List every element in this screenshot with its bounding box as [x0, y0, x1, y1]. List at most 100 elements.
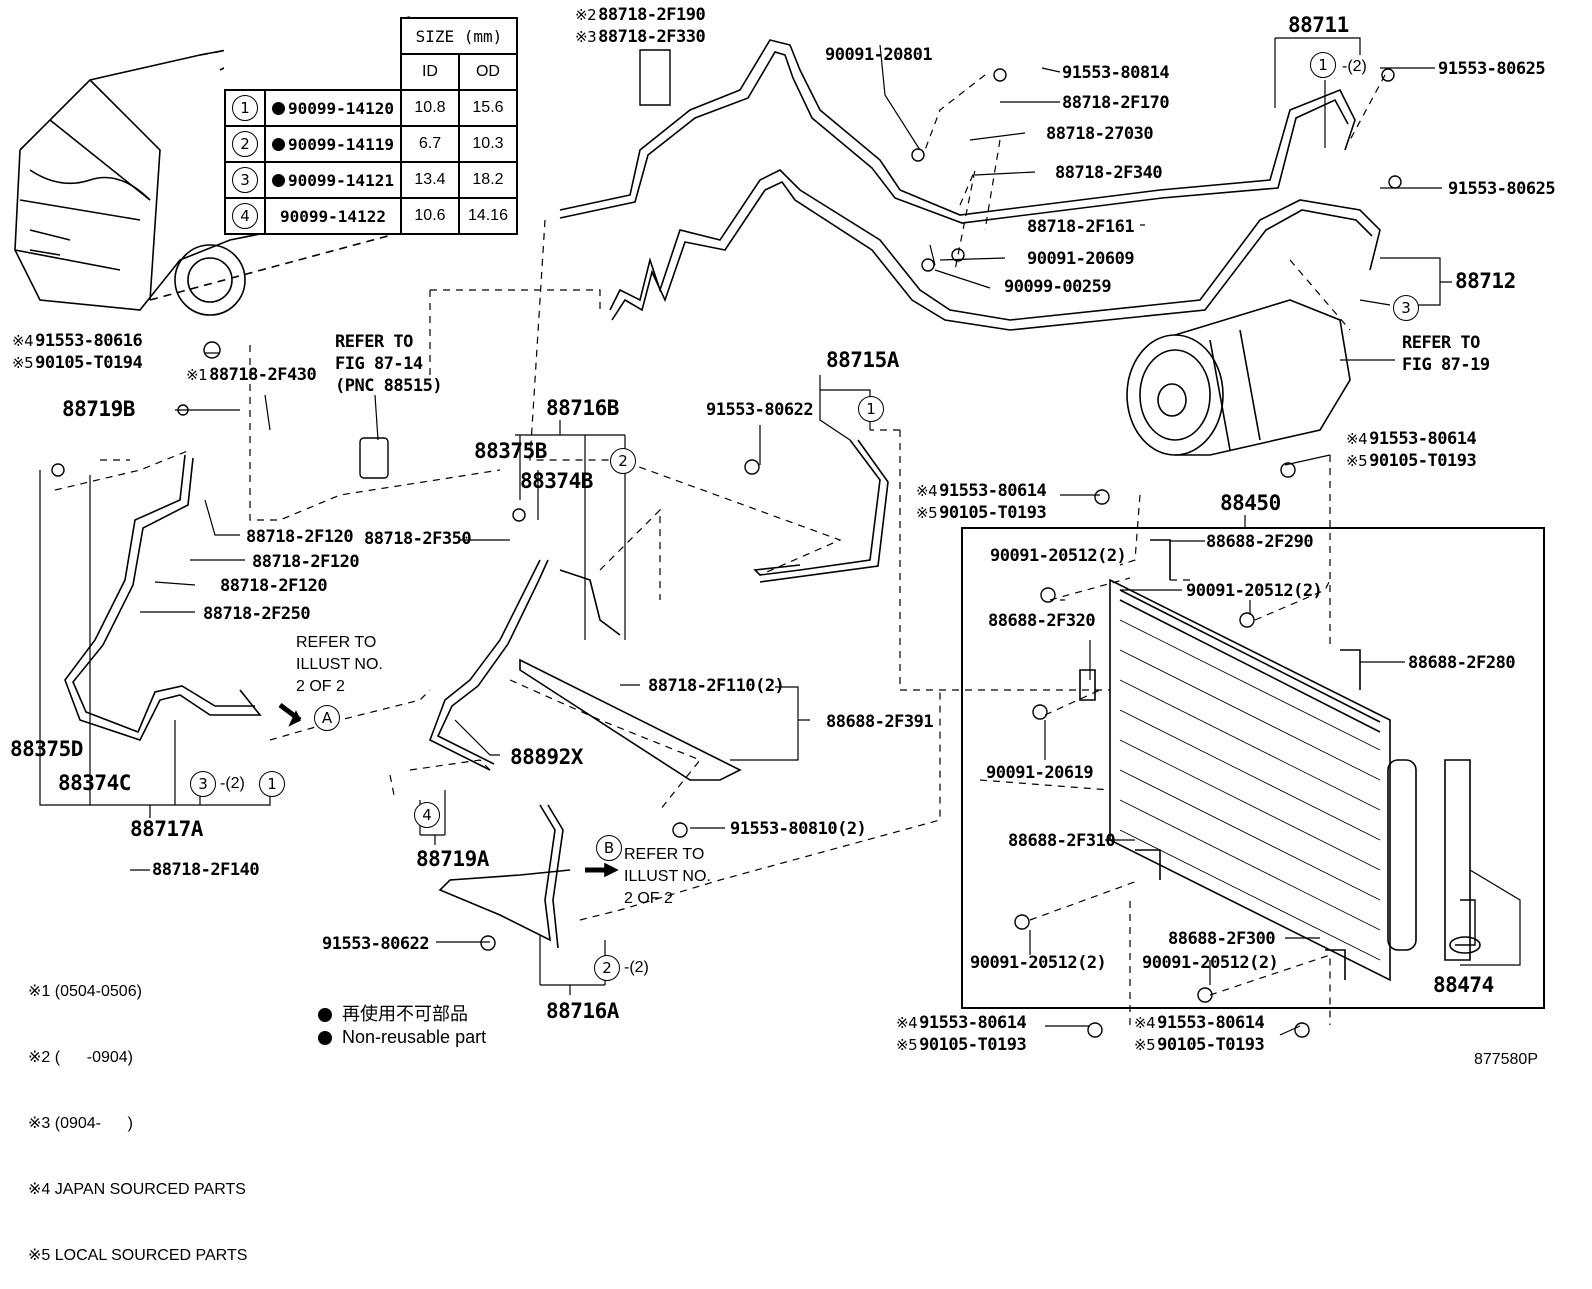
- part-number[interactable]: 90105-T0193: [1369, 451, 1477, 471]
- part-label-88688-2f300[interactable]: 88688-2F300: [1168, 929, 1276, 949]
- inner-diameter: 10.8: [399, 89, 460, 127]
- part-number[interactable]: 90099-14119: [288, 134, 394, 154]
- part-label-88375d[interactable]: 88375D: [10, 737, 83, 761]
- part-label-88711[interactable]: 88711: [1288, 13, 1349, 37]
- part-label-88718-2f161[interactable]: 88718-2F161: [1027, 217, 1135, 237]
- part-label-88718-2f250[interactable]: 88718-2F250: [203, 604, 311, 624]
- inner-diameter: 10.6: [399, 197, 460, 235]
- refer-to-fig-87-14[interactable]: REFER TO FIG 87-14 (PNC 88515): [335, 332, 443, 396]
- part-label-88716b[interactable]: 88716B: [546, 396, 619, 420]
- part-number[interactable]: 91553-80616: [35, 331, 143, 351]
- part-label-88688-2f280[interactable]: 88688-2F280: [1408, 653, 1516, 673]
- refer-to-fig-87-19[interactable]: REFER TO FIG 87-19: [1402, 333, 1490, 375]
- part-label-91553-80625[interactable]: 91553-80625: [1438, 59, 1546, 79]
- part-label-90091-20801[interactable]: 90091-20801: [825, 45, 933, 65]
- part-label-88718-2f340[interactable]: 88718-2F340: [1055, 163, 1163, 183]
- part-label-91553-80622[interactable]: 91553-80622: [322, 934, 430, 954]
- part-label-88719a[interactable]: 88719A: [416, 847, 489, 871]
- part-label-88718-2f120[interactable]: 88718-2F120: [220, 576, 328, 596]
- part-label-90091-20512[interactable]: 90091-20512(2): [990, 546, 1127, 566]
- ref-circle-b[interactable]: B: [596, 835, 622, 861]
- ref-circle-2: 2: [594, 955, 620, 981]
- part-label-88718-2f140[interactable]: 88718-2F140: [152, 860, 260, 880]
- part-label-88718-2f350[interactable]: 88718-2F350: [364, 529, 472, 549]
- hose-88715a: [753, 439, 889, 583]
- part-label-88718-2f120[interactable]: 88718-2F120: [252, 552, 360, 572]
- size-table-row: 3 90099-14121 13.4 18.2: [224, 161, 518, 199]
- part-label-91553-80622[interactable]: 91553-80622: [706, 400, 814, 420]
- part-number[interactable]: 90099-14121: [288, 170, 394, 190]
- part-label-88688-2f290[interactable]: 88688-2F290: [1206, 532, 1314, 552]
- part-label-88718-27030[interactable]: 88718-27030: [1046, 124, 1154, 144]
- part-label-88719b[interactable]: 88719B: [62, 397, 135, 421]
- part-label-88474[interactable]: 88474: [1433, 973, 1494, 997]
- legend-label-en: Non-reusable part: [342, 1027, 487, 1047]
- part-label-88688-2f391[interactable]: 88688-2F391: [826, 712, 934, 732]
- part-number[interactable]: 90099-14122: [280, 206, 386, 226]
- part-label-88718-2f170[interactable]: 88718-2F170: [1062, 93, 1170, 113]
- hose-88712: [609, 169, 1381, 331]
- ref-circle-3: 3: [1393, 295, 1419, 321]
- part-label-91553-80625[interactable]: 91553-80625: [1448, 179, 1556, 199]
- part-label-88712[interactable]: 88712: [1455, 269, 1516, 293]
- part-label-90091-20512[interactable]: 90091-20512(2): [1186, 581, 1323, 601]
- ref-circle-a[interactable]: A: [314, 705, 340, 731]
- part-label-88374b[interactable]: 88374B: [520, 469, 593, 493]
- part-number[interactable]: 90105-T0193: [919, 1035, 1027, 1055]
- part-number[interactable]: 91553-80614: [919, 1013, 1027, 1033]
- part-label-88718-2f120[interactable]: 88718-2F120: [246, 527, 354, 547]
- part-label-90091-20512[interactable]: 90091-20512(2): [1142, 953, 1279, 973]
- part-label-90091-20619[interactable]: 90091-20619: [986, 763, 1094, 783]
- ref-circle-4: 4: [414, 802, 440, 828]
- non-reusable-dot-icon: [318, 1007, 332, 1022]
- size-table-row: 2 90099-14119 6.7 10.3: [224, 125, 518, 163]
- part-label-88718-2f110[interactable]: 88718-2F110(2): [648, 676, 785, 696]
- part-label-88716a[interactable]: 88716A: [546, 999, 619, 1023]
- part-label-88450[interactable]: 88450: [1220, 491, 1281, 515]
- part-label-88688-2f310[interactable]: 88688-2F310: [1008, 831, 1116, 851]
- outer-diameter: 18.2: [457, 161, 518, 199]
- part-label-90091-20609[interactable]: 90091-20609: [1027, 249, 1135, 269]
- inner-diameter: 6.7: [399, 125, 460, 163]
- part-label-88717a[interactable]: 88717A: [130, 817, 203, 841]
- part-label-91553-80814[interactable]: 91553-80814: [1062, 63, 1170, 83]
- non-reusable-dot-icon: [272, 137, 285, 151]
- part-label-91553-80810[interactable]: 91553-80810(2): [730, 819, 867, 839]
- part-label-88715a[interactable]: 88715A: [826, 348, 899, 372]
- part-number[interactable]: 88718-2F190: [598, 5, 706, 25]
- size-table-row: 4 90099-14122 10.6 14.16: [224, 197, 518, 235]
- part-label-90091-20512[interactable]: 90091-20512(2): [970, 953, 1107, 973]
- part-number[interactable]: 90099-14120: [288, 98, 394, 118]
- part-label-88892x[interactable]: 88892X: [510, 745, 583, 769]
- footnote: ※2 ( -0904): [28, 1049, 133, 1066]
- part-number[interactable]: 90105-T0193: [1157, 1035, 1265, 1055]
- ref-circle-2: 2: [610, 448, 636, 474]
- part-number[interactable]: 91553-80614: [1157, 1013, 1265, 1033]
- part-label-88375b[interactable]: 88375B: [474, 439, 547, 463]
- part-label-90099-00259[interactable]: 90099-00259: [1004, 277, 1112, 297]
- parts-diagram-artwork: [14, 16, 1545, 1038]
- part-label-88688-2f320[interactable]: 88688-2F320: [988, 611, 1096, 631]
- legend-label-jp: 再使用不可部品: [342, 1004, 468, 1024]
- part-number[interactable]: 88718-2F330: [598, 27, 706, 47]
- part-number[interactable]: 91553-80614: [939, 481, 1047, 501]
- non-reusable-dot-icon: [272, 101, 285, 115]
- legend: 再使用不可部品 Non-reusable part: [318, 1003, 486, 1049]
- part-number[interactable]: 91553-80614: [1369, 429, 1477, 449]
- part-number[interactable]: 90105-T0194: [35, 353, 143, 373]
- part-label-88374c[interactable]: 88374C: [58, 771, 131, 795]
- footnote: ※1 (0504-0506): [28, 983, 142, 1000]
- id-header: ID: [399, 53, 460, 91]
- quantity-note: -(2): [220, 775, 245, 792]
- part-number[interactable]: 90105-T0193: [939, 503, 1047, 523]
- hose-size-table: SIZE (mm) ID OD 1 90099-14120 10.8 15.6 …: [224, 17, 518, 235]
